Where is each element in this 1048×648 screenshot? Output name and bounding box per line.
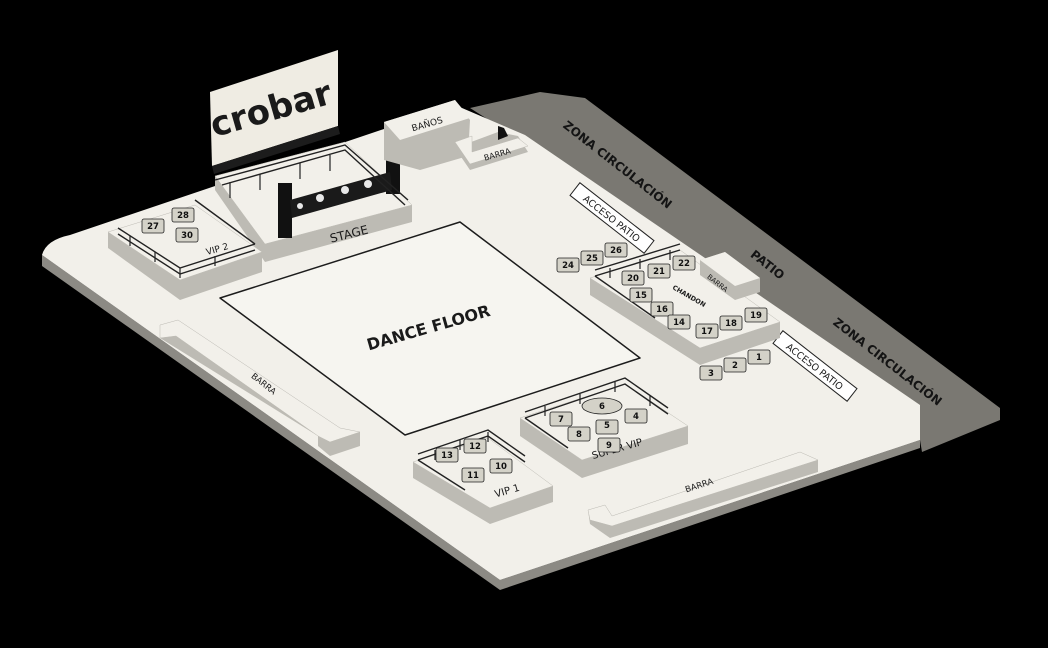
table-22-label: 22 — [678, 259, 690, 269]
table-17[interactable]: 17 — [695, 323, 719, 339]
table-9-label: 9 — [606, 441, 612, 451]
table-4[interactable]: 4 — [624, 408, 648, 424]
table-19[interactable]: 19 — [744, 307, 768, 323]
table-30[interactable]: 30 — [175, 227, 199, 243]
stage-side — [215, 176, 412, 262]
table-12[interactable]: 12 — [463, 438, 487, 454]
loose-tables-right: 3 2 1 — [699, 349, 771, 381]
vip1-section: 13 12 11 10 VIP 1 — [412, 429, 554, 524]
stage-top — [214, 141, 413, 245]
table-13[interactable]: 13 — [435, 447, 459, 463]
table-20-label: 20 — [627, 274, 639, 284]
table-2[interactable]: 2 — [723, 357, 747, 373]
table-2-label: 2 — [732, 361, 738, 371]
table-11-label: 11 — [467, 471, 479, 481]
table-25[interactable]: 25 — [580, 250, 604, 266]
table-19-label: 19 — [750, 311, 762, 321]
table-7[interactable]: 7 — [549, 411, 573, 427]
table-27[interactable]: 27 — [141, 218, 165, 234]
crobar-logo-sign: crobar — [206, 50, 340, 174]
table-9-tile[interactable]: 9 — [597, 437, 621, 453]
loose-tables-top: 24 25 26 — [556, 242, 628, 273]
table-22[interactable]: 22 — [672, 255, 696, 271]
table-16[interactable]: 16 — [650, 301, 674, 317]
table-18[interactable]: 18 — [719, 315, 743, 331]
table-6[interactable]: 6 — [581, 397, 623, 415]
table-28-label: 28 — [177, 211, 189, 221]
table-11[interactable]: 11 — [461, 467, 485, 483]
chandon-section: BARRA 20 21 22 15 16 14 — [589, 243, 781, 365]
table-9[interactable] — [596, 419, 618, 433]
table-21-label: 21 — [653, 267, 665, 277]
table-5-label: 5 — [604, 421, 610, 431]
table-14-label: 14 — [673, 318, 685, 328]
table-17-label: 17 — [701, 327, 713, 337]
table-4-label: 4 — [633, 412, 639, 422]
table-28[interactable]: 28 — [171, 207, 195, 223]
table-21[interactable]: 21 — [647, 263, 671, 279]
table-18-label: 18 — [725, 319, 737, 329]
table-10-label: 10 — [495, 462, 507, 472]
table-10[interactable]: 10 — [489, 458, 513, 474]
table-30-label: 30 — [181, 231, 193, 241]
table-3-label: 3 — [708, 369, 714, 379]
table-7-label: 7 — [558, 415, 564, 425]
dance-floor — [219, 221, 641, 436]
barra-bottom: BARRA — [587, 451, 819, 538]
table-3[interactable]: 3 — [699, 365, 723, 381]
table-5[interactable]: 5 — [595, 419, 619, 435]
banos-block: BAÑOS — [384, 100, 470, 170]
table-15[interactable]: 15 — [629, 287, 653, 303]
table-20[interactable]: 20 — [621, 270, 645, 286]
table-1[interactable]: 1 — [747, 349, 771, 365]
table-24-label: 24 — [562, 261, 574, 271]
barra-top: BARRA — [454, 126, 529, 170]
table-13-label: 13 — [441, 451, 453, 461]
table-15-label: 15 — [635, 291, 647, 301]
super-vip-section: 6 7 5 4 8 — [519, 377, 689, 478]
table-12-label: 12 — [469, 442, 481, 452]
table-1-label: 1 — [756, 353, 762, 363]
table-25-label: 25 — [586, 254, 598, 264]
table-8[interactable]: 8 — [567, 426, 591, 442]
vip2-section: 27 28 30 VIP 2 — [107, 199, 263, 300]
table-24[interactable]: 24 — [556, 257, 580, 273]
table-16-label: 16 — [656, 305, 668, 315]
table-26[interactable]: 26 — [604, 242, 628, 258]
table-26-label: 26 — [610, 246, 622, 256]
table-27-label: 27 — [147, 222, 159, 232]
table-6-label: 6 — [599, 402, 605, 412]
table-14[interactable]: 14 — [667, 314, 691, 330]
table-8-label: 8 — [576, 430, 582, 440]
